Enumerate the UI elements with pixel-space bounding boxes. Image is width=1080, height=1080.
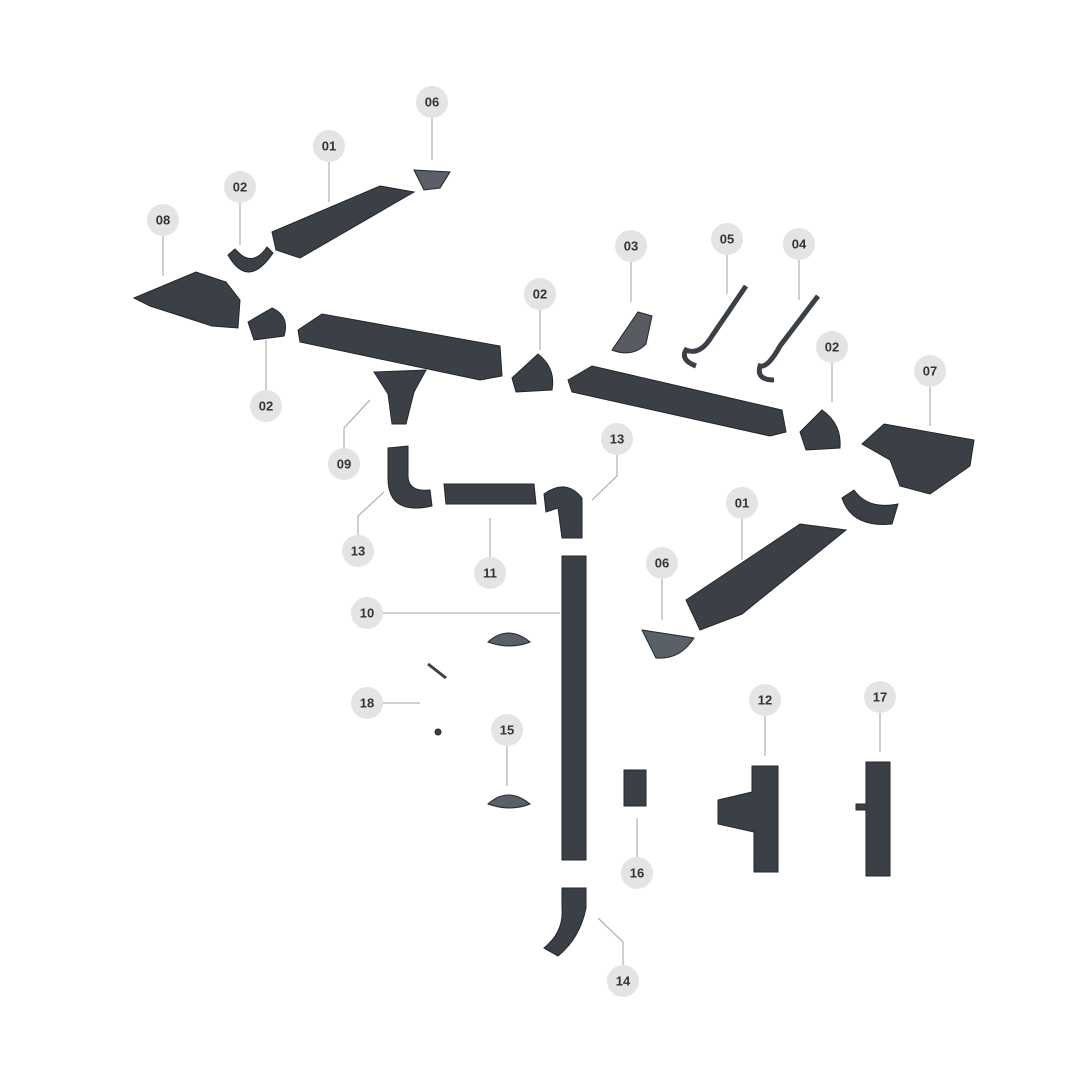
outlet-09 [373, 369, 427, 425]
label-text: 11 [483, 566, 497, 581]
corner-08 [132, 271, 241, 329]
label-text: 12 [758, 693, 772, 708]
label-18: 18 [351, 687, 383, 719]
label-04: 04 [783, 228, 815, 260]
stop-end-06-bottom [641, 629, 695, 659]
label-text: 04 [792, 237, 807, 252]
label-15: 15 [491, 714, 523, 746]
label-text: 13 [351, 544, 365, 559]
label-text: 09 [337, 457, 351, 472]
label-12: 12 [749, 684, 781, 716]
shoe-14 [543, 887, 587, 957]
parts [132, 169, 975, 957]
label-text: 02 [533, 287, 547, 302]
corner-07 [861, 423, 975, 495]
label-13: 13 [342, 535, 374, 567]
gutter-01-top [271, 185, 416, 259]
label-text: 14 [616, 974, 631, 989]
label-13: 13 [601, 423, 633, 455]
label-text: 05 [720, 232, 734, 247]
label-14: 14 [607, 965, 639, 997]
connector-02-a [227, 246, 274, 273]
label-text: 01 [322, 139, 336, 154]
bend-13-left [387, 445, 433, 509]
label-05: 05 [711, 223, 743, 255]
label-text: 10 [360, 606, 374, 621]
connector-02-c [511, 353, 554, 393]
connector-02-b [247, 307, 286, 341]
label-16: 16 [621, 857, 653, 889]
label-09: 09 [328, 448, 360, 480]
label-text: 13 [610, 432, 624, 447]
label-06: 06 [416, 86, 448, 118]
label-text: 01 [735, 496, 749, 511]
downpipe-10 [561, 555, 587, 861]
label-text: 07 [923, 364, 937, 379]
label-01: 01 [313, 130, 345, 162]
clip-15-bottom [487, 794, 531, 809]
label-text: 02 [233, 180, 247, 195]
label-01: 01 [726, 487, 758, 519]
label-03: 03 [615, 230, 647, 262]
label-08: 08 [147, 204, 179, 236]
label-text: 06 [425, 95, 439, 110]
hanger-05 [681, 284, 749, 369]
leader-lines [162, 118, 931, 965]
connector-02-d [799, 409, 841, 451]
label-02: 02 [524, 278, 556, 310]
bracket-03 [611, 311, 653, 354]
label-17: 17 [864, 681, 896, 713]
bend-13-right [543, 486, 583, 539]
gutter-main-left [297, 313, 503, 381]
label-11: 11 [474, 557, 506, 589]
label-text: 17 [873, 690, 887, 705]
socket-16 [623, 769, 647, 807]
label-text: 02 [825, 340, 839, 355]
pipe-11 [443, 483, 537, 505]
label-text: 02 [259, 399, 273, 414]
label-02: 02 [816, 331, 848, 363]
label-text: 08 [156, 213, 170, 228]
label-02: 02 [250, 390, 282, 422]
label-02: 02 [224, 171, 256, 203]
branch-12 [717, 765, 779, 873]
connector-02-e [841, 489, 899, 525]
label-text: 18 [360, 696, 374, 711]
screw-18 [427, 662, 447, 680]
label-07: 07 [914, 355, 946, 387]
label-10: 10 [351, 597, 383, 629]
gutter-01-bottom [685, 523, 848, 631]
part-labels: 06 01 02 08 03 05 04 02 02 07 02 09 13 1… [147, 86, 946, 997]
rainwater-diverter-17 [855, 761, 891, 877]
label-text: 15 [500, 723, 514, 738]
label-06: 06 [646, 547, 678, 579]
hanger-04 [756, 294, 820, 383]
stop-end-06-top [413, 169, 451, 191]
label-text: 06 [655, 556, 669, 571]
plug-18 [434, 728, 442, 736]
clip-15-top [487, 632, 531, 647]
label-text: 03 [624, 239, 638, 254]
label-text: 16 [630, 866, 644, 881]
gutter-main-right [567, 365, 787, 437]
